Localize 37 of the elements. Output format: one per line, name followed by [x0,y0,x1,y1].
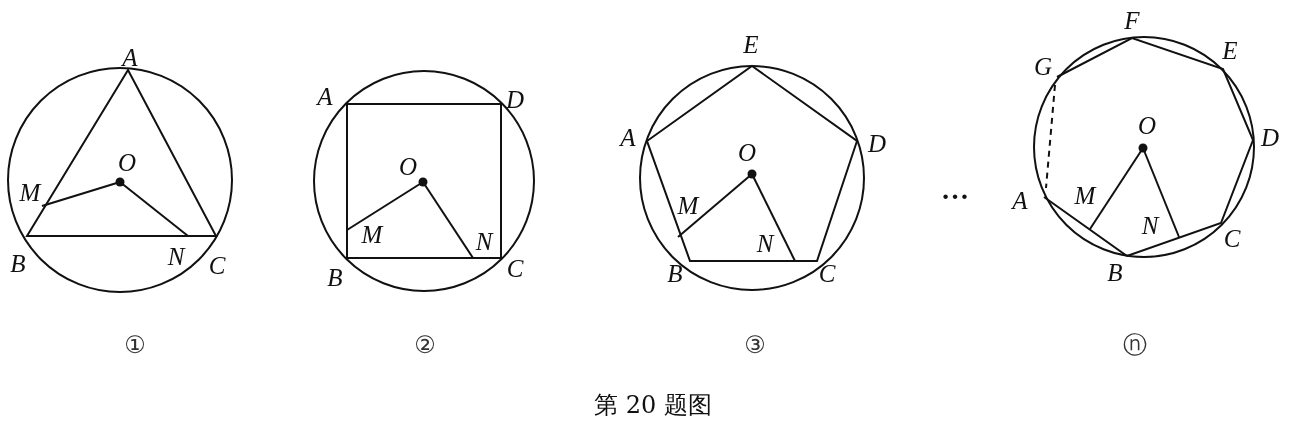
point-label: M [677,192,699,218]
point-label: O [1137,112,1157,138]
figure-number: ⓝ [1123,333,1147,357]
point-label: N [475,228,493,254]
point-label: E [743,31,759,57]
figure-number: ③ [744,333,766,357]
point-label: A [317,83,333,109]
point-label: N [756,230,774,256]
point-label: B [1107,259,1123,285]
point-label: N [1141,212,1159,238]
point-label: E [1222,37,1238,63]
figure-caption: 第 20 题图 [594,390,712,421]
point-label: C [1223,225,1241,251]
figure-number: ② [414,333,436,357]
point-label: C [506,255,524,281]
point-label: O [117,149,137,175]
point-label: A [1012,187,1028,213]
point-label: D [867,130,887,156]
point-label: A [122,44,138,70]
figure-number: ① [124,333,146,357]
point-label: O [737,139,757,165]
point-label: B [667,260,683,286]
point-label: M [1074,182,1096,208]
point-label: C [818,260,836,286]
point-label: D [1260,124,1280,150]
point-label: B [327,264,343,290]
point-label: M [19,179,41,205]
ellipsis: … [941,176,969,204]
point-label: M [361,221,383,247]
point-label: C [208,252,226,278]
point-label: G [1033,53,1053,79]
point-label: F [1124,7,1140,33]
point-label: A [620,124,636,150]
point-label: B [10,250,26,276]
point-label: O [398,153,418,179]
point-label: D [505,86,525,112]
point-label: N [167,243,185,269]
